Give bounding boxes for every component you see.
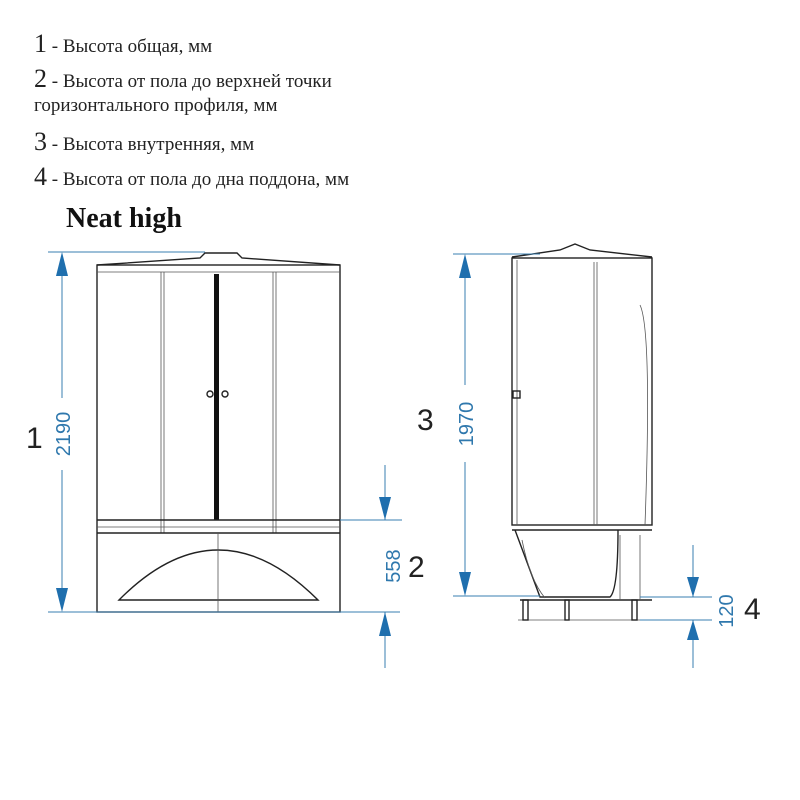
arrow-up-icon bbox=[687, 620, 699, 640]
front-view bbox=[96, 252, 341, 613]
legend-item-4: 4 - Высота от пола до дна поддона, мм bbox=[34, 162, 350, 192]
arrow-down-icon bbox=[459, 572, 471, 596]
dimension-total-height: 2190 1 bbox=[26, 251, 400, 613]
arrow-down-icon bbox=[687, 577, 699, 597]
arrow-down-icon bbox=[56, 588, 68, 612]
dimension-label: 2 bbox=[408, 551, 425, 584]
arrow-up-icon bbox=[56, 252, 68, 276]
arrow-up-icon bbox=[459, 254, 471, 278]
dimension-label: 1 bbox=[26, 422, 43, 455]
dimension-value: 1970 bbox=[456, 402, 478, 447]
legend-text: - Высота внутренняя, мм bbox=[47, 134, 255, 155]
dimension-label: 3 bbox=[417, 404, 434, 437]
legend-text: - Высота общая, мм bbox=[47, 36, 213, 57]
legend-item-3: 3 - Высота внутренняя, мм bbox=[34, 127, 255, 157]
dimension-profile-height: 558 2 bbox=[340, 465, 425, 668]
dimension-label: 4 bbox=[744, 593, 761, 626]
dimension-value: 120 bbox=[716, 594, 738, 627]
legend-text: - Высота от пола до дна поддона, мм bbox=[47, 169, 350, 190]
legend-text-cont: горизонтального профиля, мм bbox=[34, 95, 278, 116]
dimension-value: 558 bbox=[383, 549, 405, 582]
legend-number: 3 bbox=[34, 127, 47, 156]
legend-number: 1 bbox=[34, 29, 47, 58]
arrow-up-icon bbox=[379, 612, 391, 636]
legend-text: - Высота от пола до верхней точки bbox=[47, 71, 332, 92]
model-title: Neat high bbox=[66, 203, 182, 234]
legend-item-1: 1 - Высота общая, мм bbox=[34, 29, 213, 59]
legend-item-2: 2 - Высота от пола до верхней точки гориз… bbox=[34, 64, 332, 118]
dimension-inner-height: 1970 3 bbox=[417, 253, 540, 597]
side-view bbox=[511, 243, 655, 621]
legend-number: 2 bbox=[34, 64, 47, 93]
legend-number: 4 bbox=[34, 162, 47, 191]
arrow-down-icon bbox=[379, 497, 391, 520]
dimension-tray-height: 120 4 bbox=[640, 545, 761, 668]
dimension-value: 2190 bbox=[53, 412, 75, 457]
